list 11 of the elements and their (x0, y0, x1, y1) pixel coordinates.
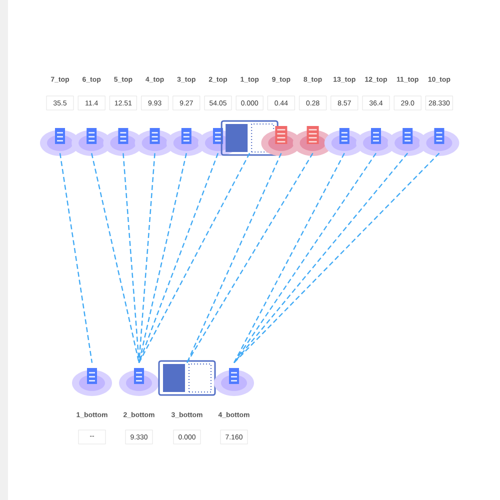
connector (234, 152, 376, 364)
connector (186, 152, 314, 364)
connector (186, 152, 282, 364)
connector (59, 153, 93, 363)
connector (91, 153, 140, 363)
connector (122, 153, 140, 363)
connector (233, 152, 345, 364)
connector (138, 153, 156, 363)
connector (138, 152, 250, 364)
connector (138, 153, 187, 363)
connector (234, 152, 440, 364)
